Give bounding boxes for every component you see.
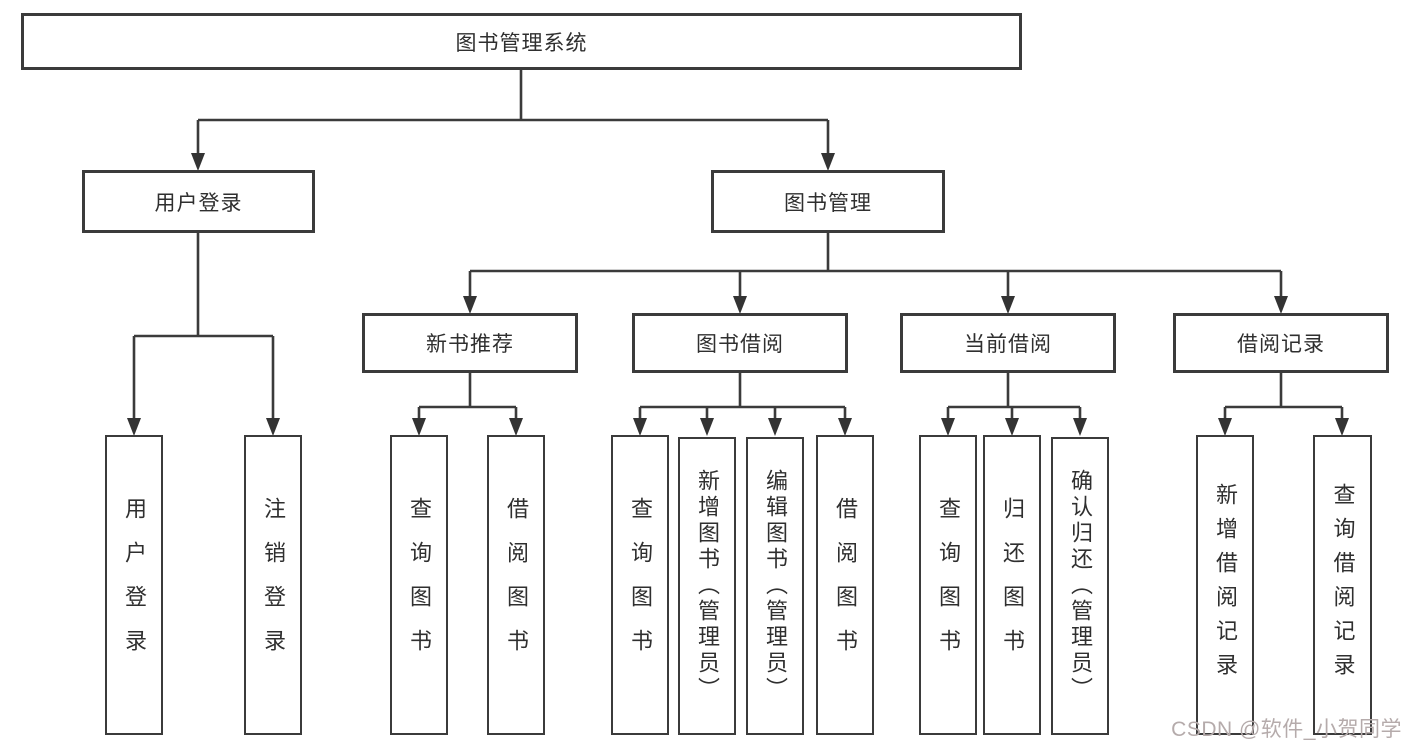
leaf-add-borrow-record: 新增借阅记录: [1196, 435, 1254, 735]
node-new-books-module: 新书推荐: [362, 313, 578, 373]
node-user-login-branch: 用户登录: [82, 170, 315, 233]
node-root-system: 图书管理系统: [21, 13, 1022, 70]
leaf-borrow-books: 借阅图书: [816, 435, 874, 735]
leaf-user-login: 用户登录: [105, 435, 163, 735]
leaf-edit-books-admin: 编辑图书（管理员）: [746, 437, 804, 735]
csdn-watermark: CSDN @软件_小贺同学: [1171, 718, 1402, 741]
leaf-confirm-return-admin: 确认归还（管理员）: [1051, 437, 1109, 735]
leaf-add-books-admin: 新增图书（管理员）: [678, 437, 736, 735]
node-book-borrow-module: 图书借阅: [632, 313, 848, 373]
leaf-query-books-newbooks: 查询图书: [390, 435, 448, 735]
node-current-borrow-module: 当前借阅: [900, 313, 1116, 373]
leaf-logout: 注销登录: [244, 435, 302, 735]
node-borrow-records-module: 借阅记录: [1173, 313, 1389, 373]
leaf-query-books-borrow: 查询图书: [611, 435, 669, 735]
leaf-return-books: 归还图书: [983, 435, 1041, 735]
leaf-query-borrow-record: 查询借阅记录: [1313, 435, 1372, 735]
leaf-query-books-current: 查询图书: [919, 435, 977, 735]
node-book-management-branch: 图书管理: [711, 170, 945, 233]
leaf-borrow-books-newbooks: 借阅图书: [487, 435, 545, 735]
